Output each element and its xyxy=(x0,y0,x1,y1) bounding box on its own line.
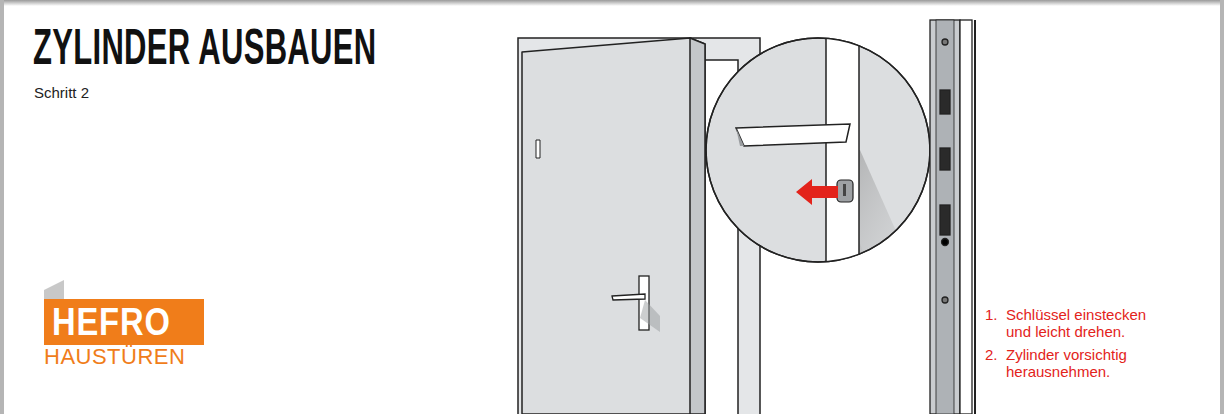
page-title: ZYLINDER AUSBAUEN xyxy=(33,22,376,72)
door-handle xyxy=(612,276,660,332)
frame-shadow xyxy=(1220,0,1224,414)
logo-text: HEFRO xyxy=(52,303,171,341)
step-number: 2. xyxy=(985,346,998,363)
instruction-text: Zylinder vorsichtig herausnehmen. xyxy=(1006,346,1174,381)
logo-corner xyxy=(44,280,64,299)
step-number: 1. xyxy=(985,306,998,323)
door-leaf xyxy=(522,38,705,414)
lock-faceplate xyxy=(930,20,975,414)
logo-subtitle: HAUSTÜREN xyxy=(44,344,185,370)
frame-shadow xyxy=(0,0,1224,6)
frame-shadow xyxy=(0,0,4,414)
pull-arrow xyxy=(796,179,838,205)
step-label: Schritt 2 xyxy=(34,84,89,101)
logo-box: HEFRO xyxy=(44,299,204,345)
instruction-text: Schlüssel einstecken und leicht drehen. xyxy=(1006,306,1174,341)
zoom-detail xyxy=(706,36,940,330)
